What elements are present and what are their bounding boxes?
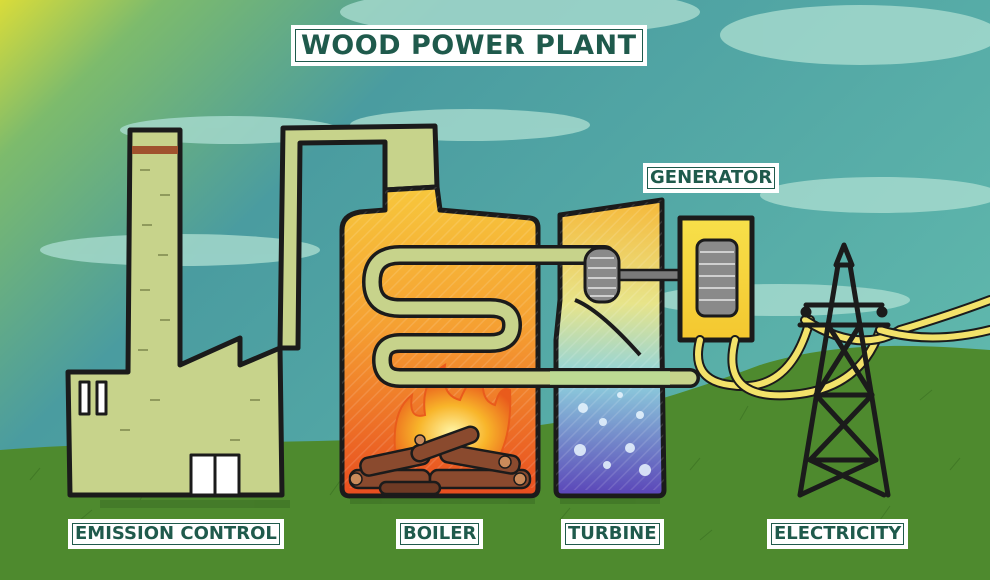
label-boiler: BOILER xyxy=(396,519,484,549)
water-bubbles xyxy=(574,392,651,476)
turbine-rotor xyxy=(583,246,621,304)
electricity-pylon xyxy=(797,242,891,498)
pipe-in-water xyxy=(550,371,670,385)
label-emission-control: EMISSION CONTROL xyxy=(68,519,284,549)
steam-pipe xyxy=(365,248,697,385)
chimney-bricks xyxy=(120,169,260,441)
label-generator: GENERATOR xyxy=(643,163,780,193)
label-electricity: ELECTRICITY xyxy=(767,519,909,549)
log-ends xyxy=(349,434,527,486)
turbine-housing xyxy=(553,197,667,499)
diagram-title: WOOD POWER PLANT xyxy=(291,25,647,66)
generator-rotor xyxy=(695,238,739,318)
label-turbine: TURBINE xyxy=(561,519,664,549)
chimney-band xyxy=(132,146,178,154)
ground-shadows xyxy=(100,498,660,508)
